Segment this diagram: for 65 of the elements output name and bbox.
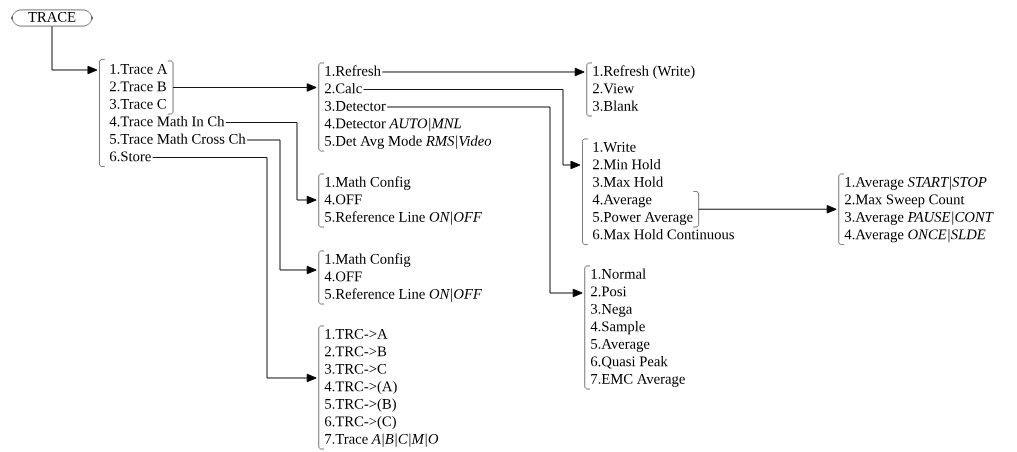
arrow bbox=[363, 89, 581, 170]
menu-item: 5.Reference Line ON|OFF bbox=[325, 211, 482, 225]
menu-item: 1.Write bbox=[593, 141, 636, 152]
menu-item: 7.EMC Average bbox=[591, 373, 685, 387]
arrow bbox=[51, 25, 98, 75]
menu-item: 3.TRC->C bbox=[325, 363, 386, 374]
menu-item: 3.Blank bbox=[593, 100, 639, 111]
menu-item: 4.OFF bbox=[324, 194, 362, 205]
menu-item: 4.OFF bbox=[324, 271, 362, 282]
menu-item: 5.TRC->(B) bbox=[325, 398, 396, 412]
menu-item: 2.Posi bbox=[591, 286, 627, 297]
menu-bracket bbox=[99, 59, 106, 167]
menu-item: 3.Nega bbox=[591, 303, 633, 317]
arrow bbox=[381, 67, 585, 77]
arrow bbox=[246, 139, 317, 275]
menu-item: 6.TRC->(C) bbox=[324, 416, 396, 430]
menu-bracket bbox=[584, 265, 591, 390]
menu-bracket bbox=[586, 62, 593, 117]
menu-item: 6.Quasi Peak bbox=[590, 356, 668, 369]
menu-item: 4.TRC->(A) bbox=[324, 381, 397, 395]
arrow bbox=[225, 122, 317, 205]
arrow bbox=[152, 157, 317, 383]
menu-item: 7.Trace A|B|C|M|O bbox=[325, 433, 439, 447]
menu-item: 2.Max Sweep Count bbox=[845, 194, 965, 208]
menu-item: 3.Max Hold bbox=[593, 176, 664, 187]
menu-item: 3.Trace C bbox=[110, 98, 166, 109]
arrow bbox=[172, 83, 317, 92]
menu-item: 5.Reference Line ON|OFF bbox=[325, 288, 482, 302]
closing-bracket bbox=[693, 191, 699, 228]
menu-item: 1.Math Config bbox=[325, 176, 411, 190]
menu-item: 3.Detector bbox=[325, 100, 386, 111]
menu-item: 4.Average bbox=[592, 194, 652, 208]
menu-bracket bbox=[838, 173, 845, 245]
menu-item: 4.Trace Math In Ch bbox=[109, 116, 225, 127]
menu-item: 1.Trace A bbox=[110, 64, 168, 74]
menu-item: 1.Math Config bbox=[325, 253, 411, 267]
menu-item: 6.Max Hold Continuous bbox=[592, 229, 734, 240]
menu-item: 2.Calc bbox=[325, 83, 362, 94]
start-terminal: TRACE bbox=[11, 9, 93, 27]
menu-bracket bbox=[582, 138, 589, 245]
menu-item: 1.Refresh bbox=[325, 65, 381, 76]
menu-item: 2.TRC->B bbox=[325, 346, 387, 357]
menu-item: 1.Refresh (Write) bbox=[593, 65, 695, 79]
menu-bracket bbox=[318, 62, 325, 152]
menu-bracket bbox=[318, 325, 325, 450]
menu-item: 3.Average PAUSE|CONT bbox=[845, 211, 994, 225]
menu-item: 2.Trace B bbox=[110, 81, 166, 92]
menu-item: 5.Power Average bbox=[593, 212, 693, 225]
menu-bracket bbox=[318, 250, 325, 305]
menu-bracket bbox=[318, 173, 325, 228]
menu-item: 2.Min Hold bbox=[593, 159, 661, 170]
menu-item: 1.Average START|STOP bbox=[845, 176, 987, 190]
menu-item: 4.Average ONCE|SLDE bbox=[844, 229, 986, 243]
menu-item: 4.Detector AUTO|MNL bbox=[324, 118, 461, 132]
menu-item: 5.Trace Math Cross Ch bbox=[110, 133, 246, 144]
closing-bracket bbox=[167, 60, 174, 115]
menu-item: 5.Average bbox=[591, 339, 650, 352]
arrow bbox=[698, 205, 837, 214]
arrow bbox=[386, 106, 583, 298]
menu-item: 1.TRC->A bbox=[325, 328, 388, 339]
menu-item: 6.Store bbox=[109, 151, 151, 162]
menu-item: 4.Sample bbox=[590, 321, 645, 335]
menu-item: 5.Det Avg Mode RMS|Video bbox=[325, 135, 492, 149]
menu-item: 2.View bbox=[593, 83, 635, 94]
menu-item: 1.Normal bbox=[591, 268, 646, 279]
